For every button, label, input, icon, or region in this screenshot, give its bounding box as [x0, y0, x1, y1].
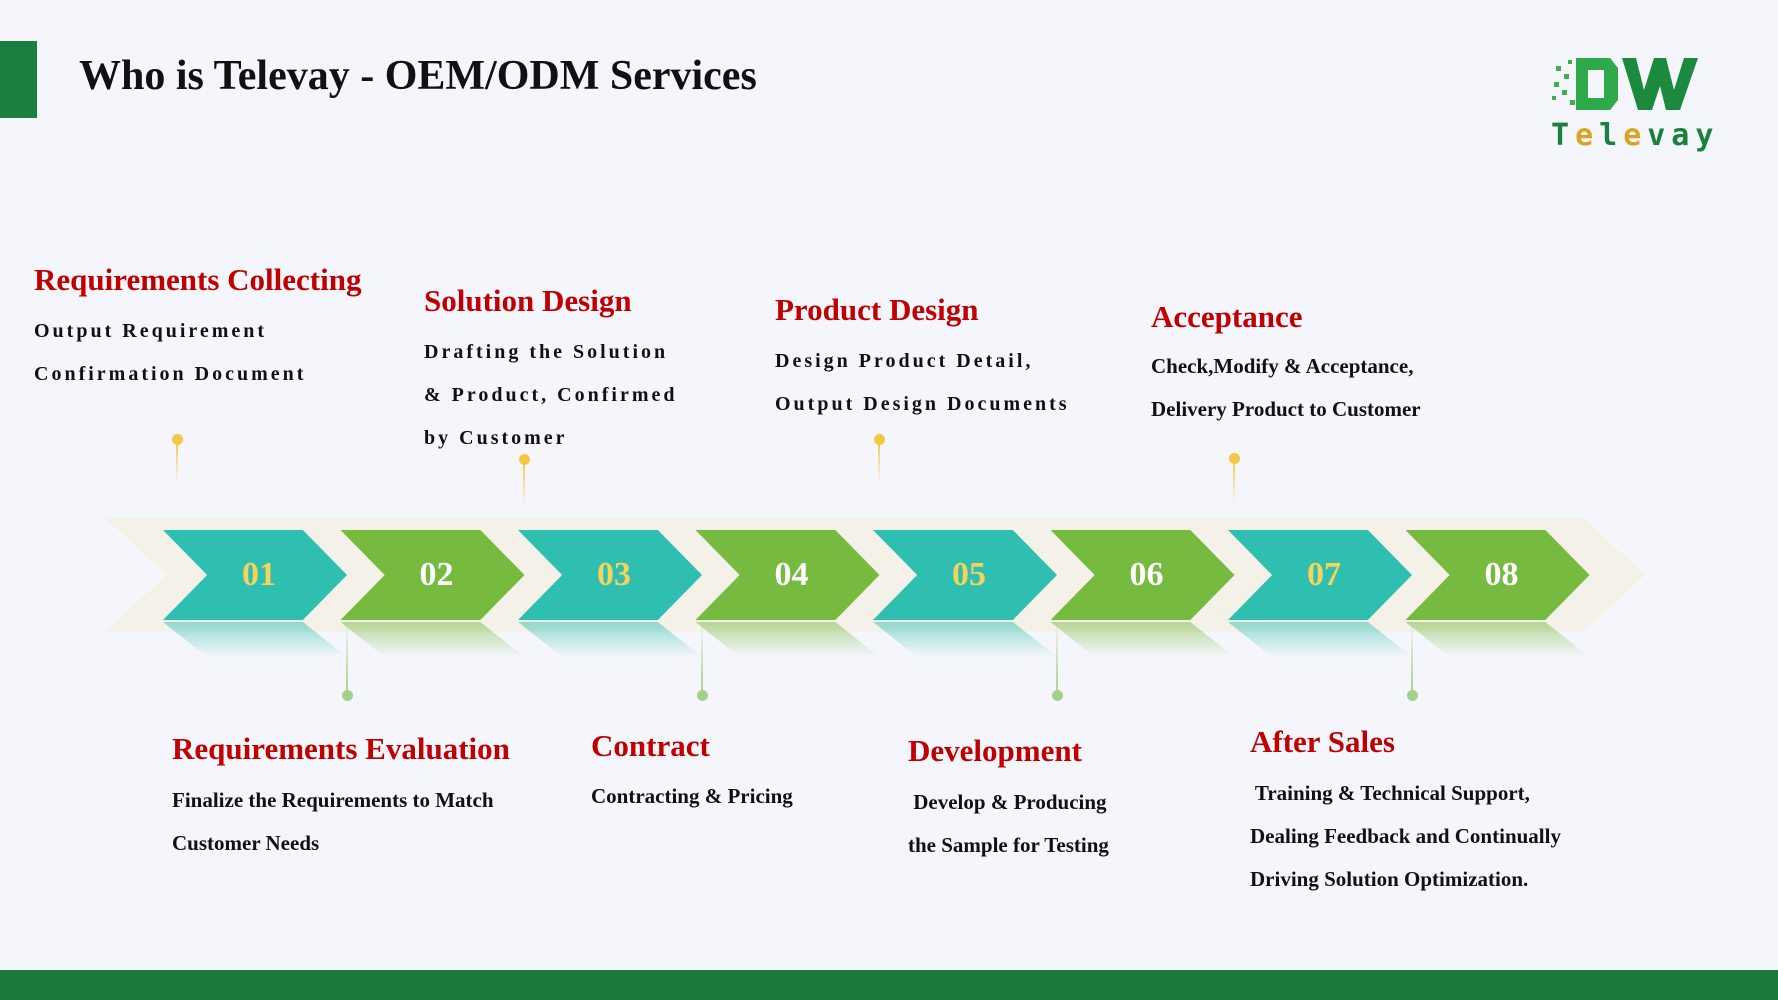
logo-wordmark: Televay	[1551, 118, 1720, 153]
televay-logo	[1548, 52, 1708, 152]
pin-dot	[519, 454, 530, 465]
stage-desc: Design Product Detail,Output Design Docu…	[775, 350, 1070, 415]
stage-desc: Check,Modify & Acceptance,Delivery Produ…	[1151, 354, 1421, 421]
stage-desc: Training & Technical Support,Dealing Fee…	[1250, 781, 1561, 891]
pin-dot	[342, 690, 353, 701]
stage-title: Contract	[591, 728, 710, 763]
footer-bar	[0, 970, 1778, 1000]
pin-dot	[172, 434, 183, 445]
pin-line	[523, 460, 525, 505]
pin-line	[1411, 620, 1413, 695]
pin-line	[1233, 459, 1235, 504]
pin-line	[176, 440, 178, 485]
page-title: Who is Televay - OEM/ODM Services	[79, 53, 757, 99]
pin-dot	[1052, 690, 1063, 701]
stage-title: Requirements Collecting	[34, 262, 362, 297]
stage-title: Acceptance	[1151, 299, 1303, 334]
stage-title: Solution Design	[424, 283, 632, 318]
pin-line	[878, 440, 880, 485]
stage-title: Requirements Evaluation	[172, 731, 510, 766]
pin-line	[1056, 620, 1058, 695]
pin-line	[701, 620, 703, 695]
pin-dot	[697, 690, 708, 701]
stage-title: Product Design	[775, 292, 979, 327]
stage-desc: Contracting & Pricing	[591, 784, 793, 808]
stage-title: After Sales	[1250, 724, 1395, 759]
title-accent-bar	[0, 41, 37, 118]
stage-desc: Drafting the Solution& Product, Confirme…	[424, 341, 678, 449]
pin-line	[346, 620, 348, 695]
pin-dot	[1229, 453, 1240, 464]
stage-title: Development	[908, 733, 1082, 768]
dw-logo-icon	[1552, 58, 1698, 110]
pin-dot	[1407, 690, 1418, 701]
pin-dot	[874, 434, 885, 445]
